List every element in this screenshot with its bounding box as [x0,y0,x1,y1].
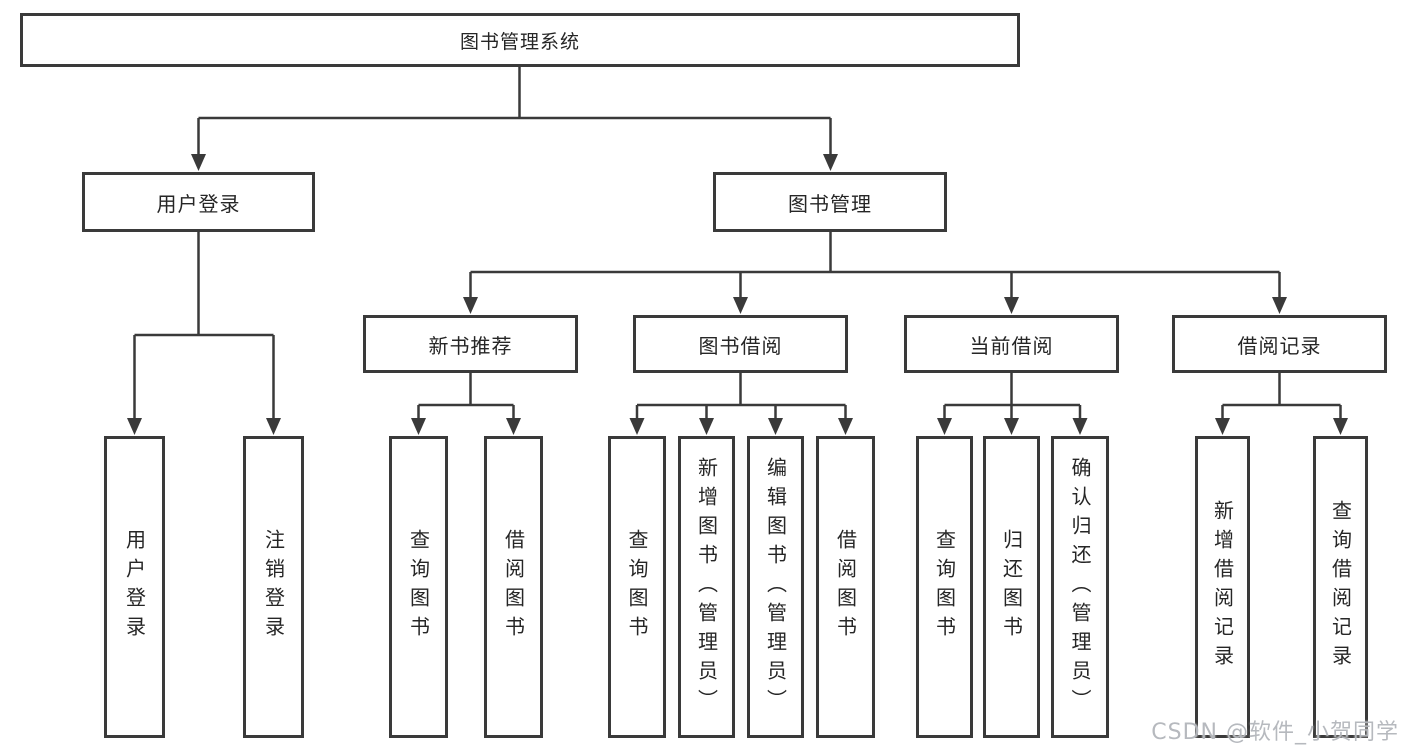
leaf-user-login: 用户登录 [104,436,165,738]
leaf-confirm-return-admin: 确认归还（管理员） [1051,436,1109,738]
leaf-add-borrow-record: 新增借阅记录 [1195,436,1250,738]
node-label: 当前借阅 [969,333,1054,358]
leaf-query-book-3: 查询图书 [916,436,973,738]
csdn-watermark: CSDN @软件_小贺同学 [1151,720,1399,745]
node-new-book-recommend: 新书推荐 [363,315,578,373]
node-label: 新增借阅记录 [1210,500,1235,674]
node-label: 新书推荐 [428,333,513,358]
node-label: 图书借阅 [698,333,783,358]
node-label: 图书管理系统 [459,30,580,53]
leaf-return-book: 归还图书 [983,436,1040,738]
leaf-query-book-2: 查询图书 [608,436,666,738]
node-borrowing-records: 借阅记录 [1172,315,1387,373]
node-label: 查询借阅记录 [1328,500,1353,674]
leaf-edit-book-admin: 编辑图书（管理员） [747,436,804,738]
arrowheads [127,154,1348,435]
node-label: 借阅记录 [1237,333,1322,358]
leaf-query-borrow-record: 查询借阅记录 [1313,436,1368,738]
node-label: 归还图书 [999,529,1024,645]
node-book-management: 图书管理 [713,172,947,232]
node-label: 借阅图书 [501,529,526,645]
leaf-borrow-book-2: 借阅图书 [816,436,875,738]
node-label: 查询图书 [406,529,431,645]
leaf-logout: 注销登录 [243,436,304,738]
node-label: 借阅图书 [833,529,858,645]
node-label: 确认归还（管理员） [1068,456,1092,718]
node-label: 用户登录 [122,529,147,645]
node-book-borrowing: 图书借阅 [633,315,848,373]
tree-edges [133,67,1342,420]
leaf-query-book-1: 查询图书 [389,436,448,738]
node-label: 用户登录 [156,191,241,216]
node-current-borrowing: 当前借阅 [904,315,1119,373]
node-label: 注销登录 [261,529,286,645]
node-label: 新增图书（管理员） [694,456,719,718]
leaf-add-book-admin: 新增图书（管理员） [678,436,735,738]
node-user-login: 用户登录 [82,172,315,232]
leaf-borrow-book-1: 借阅图书 [484,436,543,738]
node-label: 查询图书 [625,529,649,645]
node-root: 图书管理系统 [20,13,1020,67]
node-label: 编辑图书（管理员） [763,456,788,718]
node-label: 图书管理 [788,191,872,216]
node-label: 查询图书 [932,529,957,645]
